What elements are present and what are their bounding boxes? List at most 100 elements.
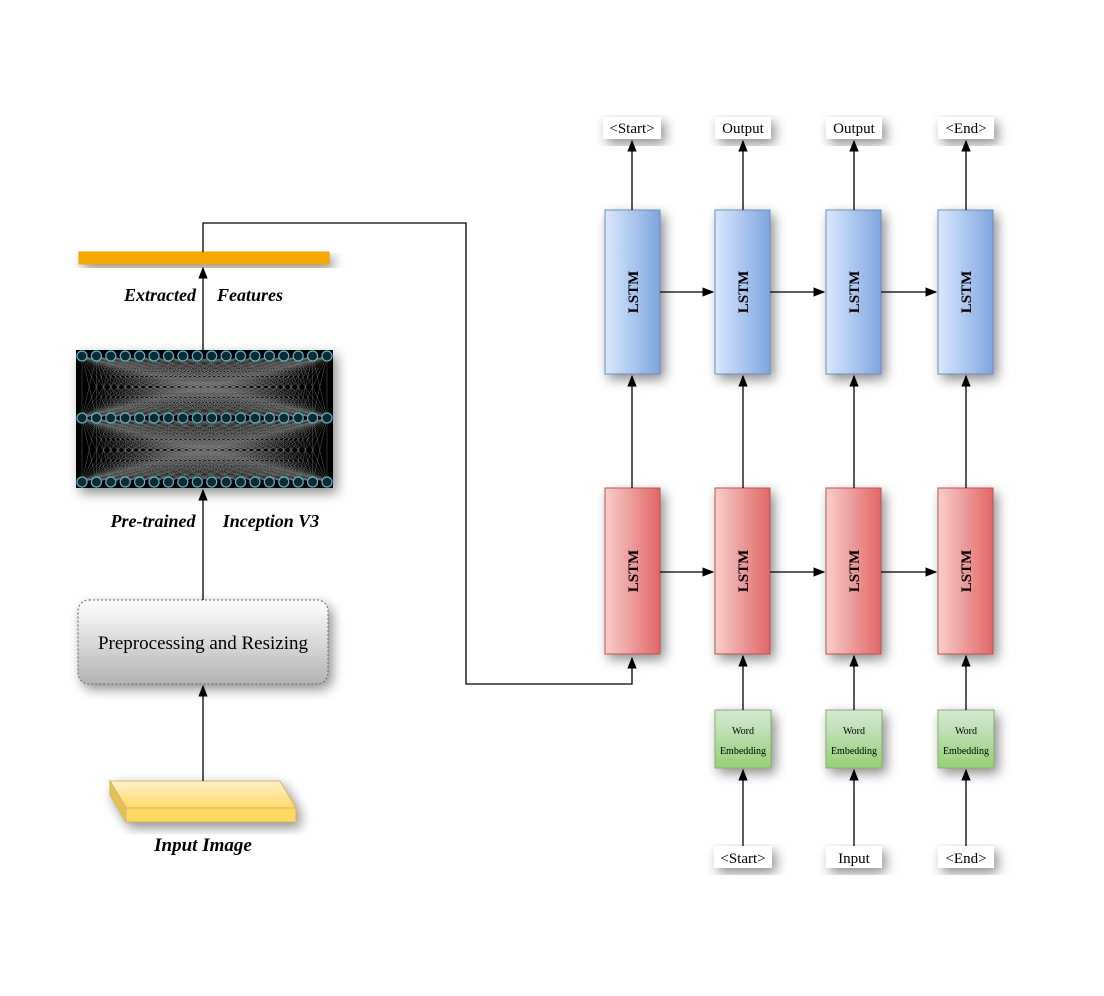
word-embedding-3-line1: Word [955,726,977,737]
output-token-3-label: Output [833,121,876,137]
cnn-node [119,476,131,488]
word-embedding-2-line1: Word [843,726,865,737]
word-embedding-1 [714,709,772,769]
word-embedding-3-line2: Embedding [943,746,989,757]
cnn-connection [182,417,328,483]
cnn-connection [81,417,313,483]
cnn-connection [81,417,140,483]
word-embedding-1-line1: Word [732,726,754,737]
cnn-node [177,476,189,488]
output-token-2 [715,117,771,139]
cnn-connection [125,355,328,419]
features-label-left: Extracted [123,285,197,305]
cnn-node [162,476,175,488]
cnn-node [177,412,189,424]
cnn-connection [240,417,328,483]
cnn-connection [81,355,241,419]
input-token-3-label: <End> [945,851,986,867]
cnn-label-right: Inception V3 [222,511,320,531]
word-embedding-2-line2: Embedding [831,746,877,757]
cnn-node [292,476,304,488]
cnn-node [278,350,290,362]
cnn-connection [81,417,111,483]
cnn-connection [81,355,183,419]
cnn-connection [81,355,140,419]
cnn-node [249,350,261,362]
input-tokens [714,846,994,868]
cnn-node [90,350,103,362]
cnn-connection [81,417,284,483]
cnn-node [134,412,146,424]
inception-network-image [76,350,333,488]
cnn-node [162,350,175,362]
cnn-label-left: Pre-trained [110,511,197,531]
cnn-connection [81,417,299,483]
cnn-connection [81,417,227,483]
cnn-node [148,476,160,488]
cnn-connection [168,355,328,419]
cnn-connection [226,355,328,419]
output-token-1-label: <Start> [609,121,654,137]
cnn-connection [283,355,328,419]
top-lstm-3 [825,209,882,375]
cnn-node [134,350,146,362]
cnn-node [76,476,88,488]
bottom-lstm-3-label: LSTM [847,550,863,593]
bottom-lstm-layer [604,487,994,655]
cnn-connection [96,417,328,483]
input-image-block [109,779,297,824]
cnn-node [206,476,218,488]
cnn-node [105,412,117,424]
cnn-node [119,412,131,424]
top-lstm-3-label: LSTM [847,271,863,314]
output-token-3 [826,117,882,139]
cnn-connection [110,417,328,483]
cnn-connection [168,417,328,483]
cnn-connection [81,417,241,483]
cnn-connection [81,417,198,483]
cnn-connection [197,355,328,419]
preprocessing-label: Preprocessing and Resizing [98,633,309,654]
cnn-node [76,412,88,424]
cnn-node [206,350,218,362]
cnn-connection [283,417,328,483]
cnn-connection [240,355,328,419]
top-lstm-2 [714,209,771,375]
cnn-node [105,476,117,488]
bottom-lstm-4 [937,487,994,655]
top-lstm-1 [604,209,661,375]
cnn-connection [96,355,328,419]
cnn-node [321,476,333,488]
cnn-node [234,350,247,362]
top-lstm-layer [604,209,994,375]
cnn-connection [81,355,212,419]
input-token-3 [938,846,994,868]
cnn-connection [81,355,227,419]
word-embedding-1-line2: Embedding [720,746,766,757]
cnn-connection [197,417,328,483]
cnn-connection [81,355,328,419]
cnn-node [278,476,290,488]
cnn-connection [312,417,328,483]
cnn-connection [81,355,97,419]
cnn-connection [226,417,328,483]
cnn-connection [211,355,328,419]
cnn-connection [81,355,111,419]
cnn-node [90,476,103,488]
cnn-node [148,412,160,424]
cnn-node [321,350,333,362]
input-token-2-label: Input [838,851,870,867]
cnn-node [306,350,319,362]
bottom-lstm-1-label: LSTM [626,550,642,593]
word-embedding-2 [825,709,883,769]
cnn-connection [269,355,328,419]
cnn-connection [269,417,328,483]
cnn-connection [81,417,183,483]
cnn-connection [81,355,256,419]
cnn-node [76,350,88,362]
cnn-node [306,476,319,488]
cnn-connection [81,355,169,419]
bottom-lstm-1 [604,487,661,655]
cnn-node [306,412,319,424]
